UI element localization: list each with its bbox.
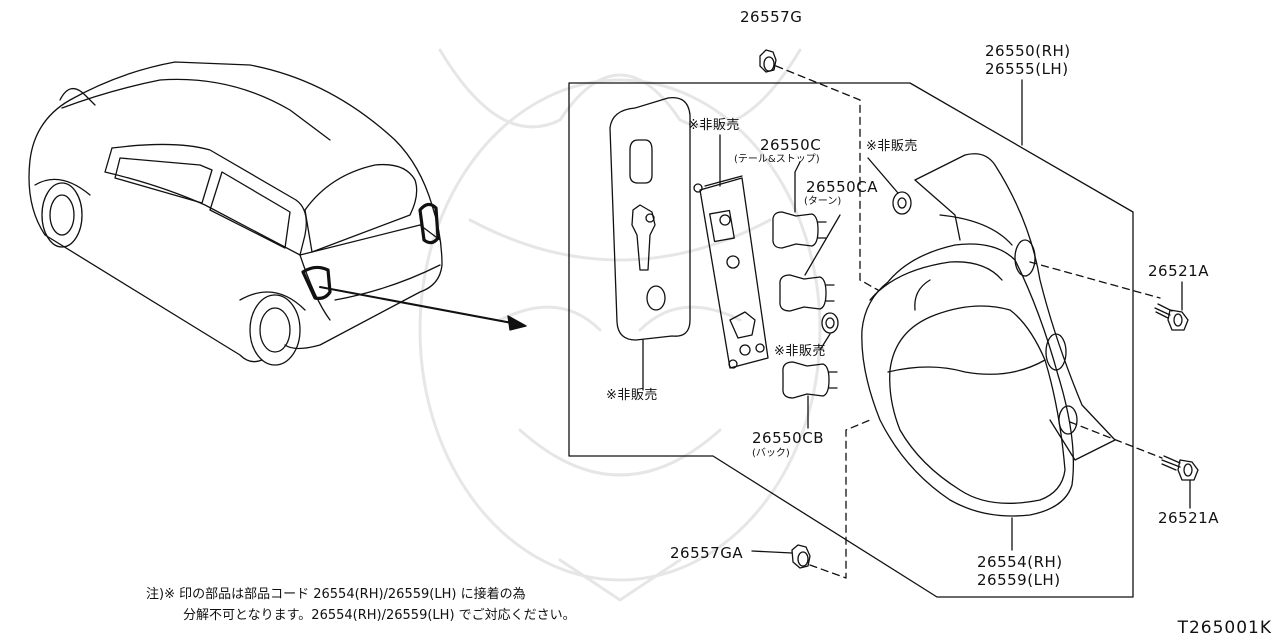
label-not-sold-socket: ※非販売: [688, 118, 740, 133]
bolt-bottom-icon: [1161, 455, 1199, 481]
bulb-tail-stop-icon: [772, 211, 827, 249]
label-26550-rh: 26550(RH): [985, 42, 1071, 60]
leader-26550c: [794, 161, 801, 213]
label-26550cb: 26550CB: [752, 429, 824, 447]
assembly-frame: [568, 82, 1134, 598]
washer-icon: [821, 191, 912, 334]
label-not-sold-bulb: ※非販売: [774, 344, 826, 359]
label-not-sold-gasket: ※非販売: [606, 388, 658, 403]
socket-plate-part: [693, 175, 769, 369]
lamp-housing-part: [914, 153, 1116, 461]
label-26554-rh: 26554(RH): [977, 553, 1063, 571]
footnote-line-2: 分解不可となります。26554(RH)/26559(LH) でご対応ください。: [183, 608, 576, 623]
label-26550ca: 26550CA: [806, 178, 878, 196]
label-26550cb-desc: (バック): [752, 448, 790, 459]
label-26550ca-desc: (ターン): [804, 196, 842, 207]
samurai-watermark-icon: [418, 48, 822, 602]
diagram-code: T265001K: [1177, 618, 1272, 638]
label-26521a-bottom: 26521A: [1158, 509, 1219, 527]
clip-26557g-icon: [759, 49, 777, 73]
leader-washer-mid: [819, 333, 831, 351]
leader-washer-top: [867, 157, 899, 194]
location-arrow: [319, 286, 527, 331]
leader-26557ga: [751, 550, 793, 554]
label-26557ga: 26557GA: [670, 544, 744, 562]
bulb-back-icon: [782, 361, 838, 399]
label-26555-lh: 26555(LH): [985, 60, 1069, 78]
label-26559-lh: 26559(LH): [977, 571, 1061, 589]
gasket-part: [609, 96, 691, 341]
bolt-top-icon: [1154, 303, 1189, 331]
footnote-line-1: 注)※ 印の部品は部品コード 26554(RH)/26559(LH) に接着の為: [146, 587, 526, 602]
alignment-lines: [775, 65, 1163, 579]
label-26550c-desc: (テール&ストップ): [734, 154, 820, 165]
lamp-lens-part: [861, 243, 1074, 517]
leader-26550ca: [804, 214, 841, 276]
label-not-sold-washer: ※非販売: [866, 139, 918, 154]
vehicle-illustration: [28, 61, 443, 366]
label-26557g: 26557G: [740, 8, 803, 26]
label-26521a-top: 26521A: [1148, 262, 1209, 280]
label-26550c: 26550C: [760, 136, 822, 154]
bulb-turn-icon: [779, 274, 835, 312]
clip-26557ga-icon: [791, 544, 811, 569]
